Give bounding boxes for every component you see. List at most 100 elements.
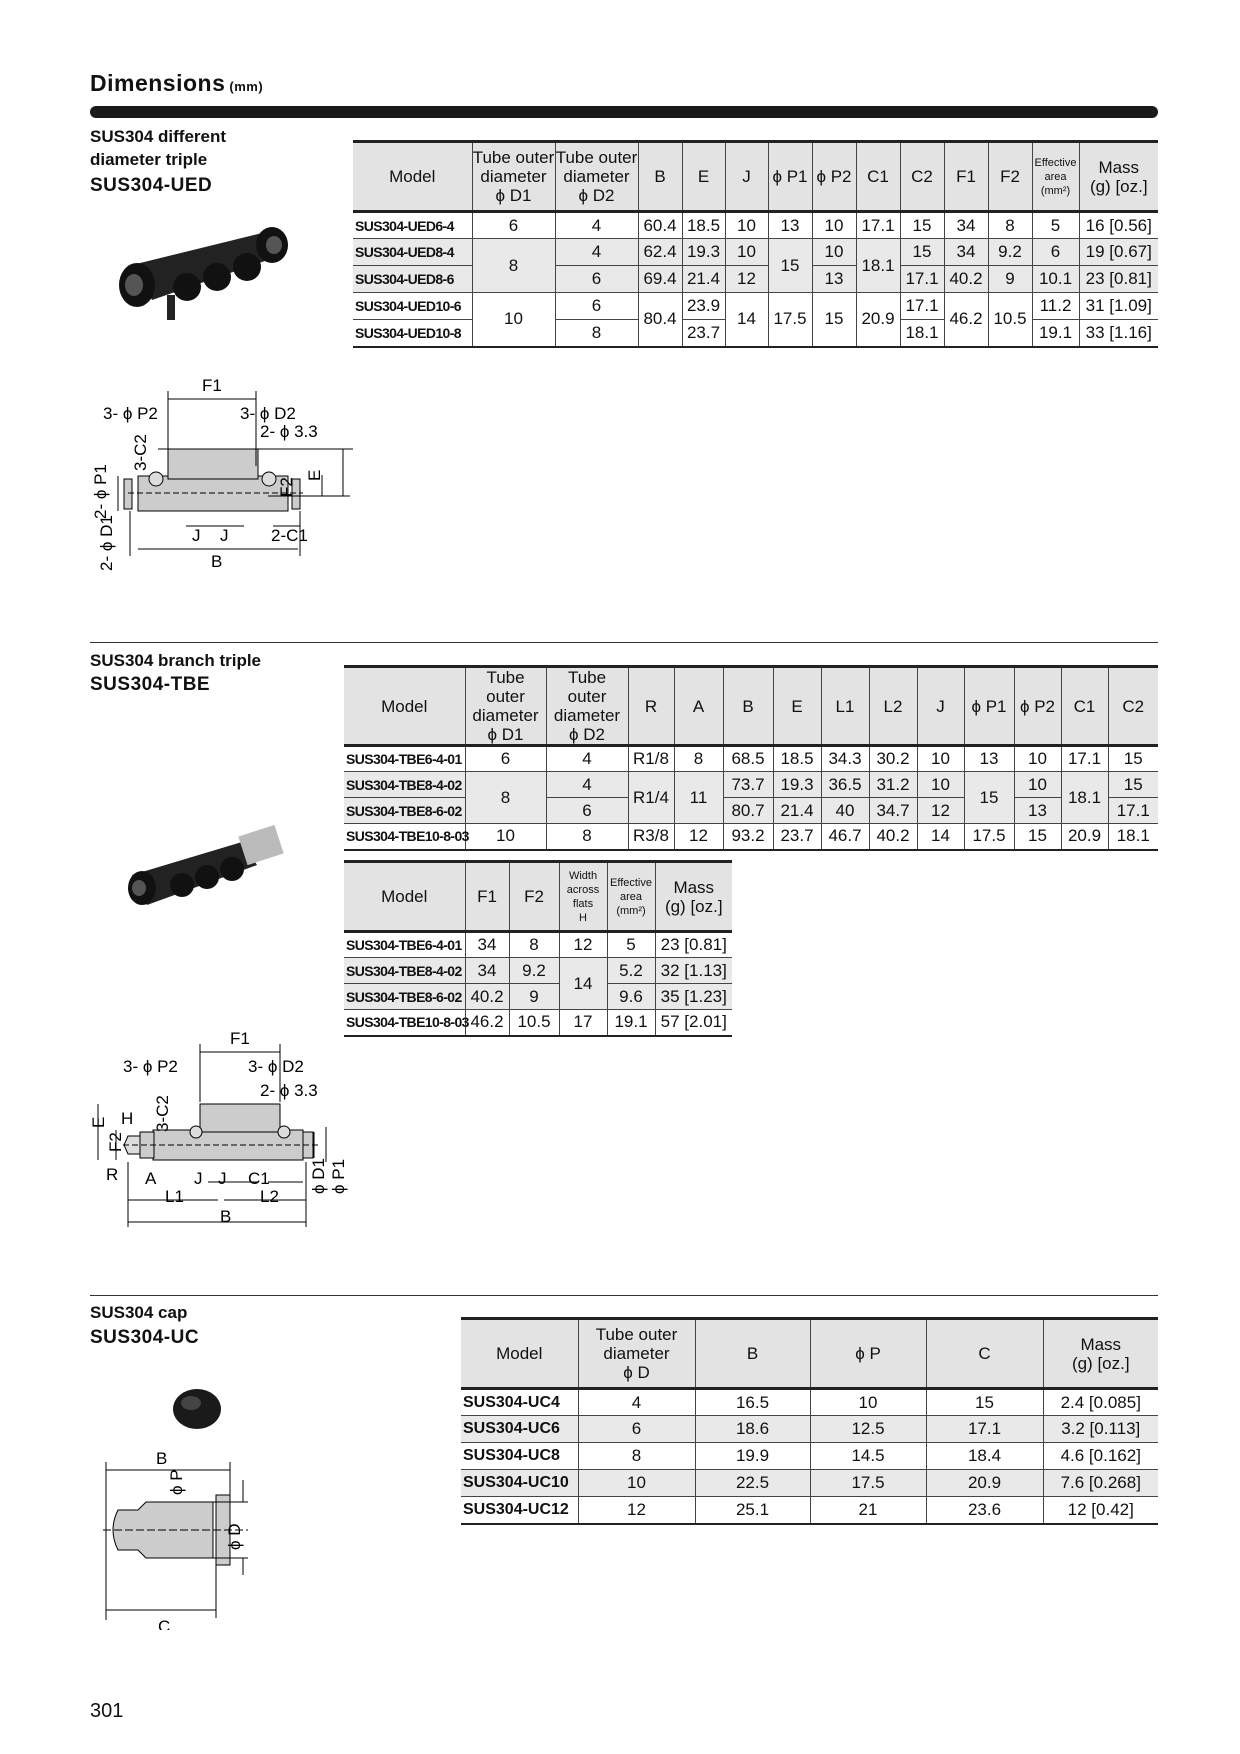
model-cell: SUS304-UC10 — [461, 1469, 578, 1497]
column-header: Width across flats H — [558, 861, 607, 933]
value-cell: 15 — [963, 771, 1014, 824]
model-cell: SUS304-UED10-6 — [353, 292, 472, 320]
label-p2: 3- ϕ P2 — [123, 1057, 178, 1076]
column-header: C — [925, 1318, 1043, 1390]
column-header: J — [916, 666, 964, 747]
value-cell: 62.4 — [637, 238, 682, 266]
value-cell: 23.7 — [772, 823, 821, 850]
column-header: C2 — [1107, 666, 1158, 747]
value-cell: 15 — [899, 211, 944, 239]
label-j: J — [192, 526, 201, 545]
label-r: R — [106, 1165, 118, 1184]
value-cell: 19.3 — [772, 771, 821, 798]
value-cell: 4 — [545, 771, 628, 798]
value-cell: R1/8 — [627, 745, 674, 772]
value-cell: 16.5 — [694, 1388, 810, 1416]
value-cell: 34 — [464, 931, 509, 958]
column-header: Tube outer diameter ϕ D2 — [554, 141, 638, 213]
value-cell: 12 — [673, 823, 723, 850]
value-cell: 10 — [811, 211, 856, 239]
value-cell: 18.1 — [1060, 771, 1108, 824]
value-cell: 73.7 — [722, 771, 773, 798]
label-d1: ϕ D1 — [309, 1158, 328, 1194]
value-cell: 34 — [943, 211, 988, 239]
section-uc-title: SUS304 cap — [90, 1303, 188, 1322]
value-cell: 5 — [1031, 211, 1079, 239]
tbe-product-photo — [128, 824, 284, 905]
value-cell: 57 [2.01] — [654, 1009, 732, 1036]
label-c1: C1 — [248, 1169, 270, 1188]
value-cell: 17.5 — [767, 292, 812, 347]
value-cell: 36.5 — [820, 771, 869, 798]
label-h: H — [121, 1109, 133, 1128]
value-cell: 4 — [554, 238, 638, 266]
column-header: Model — [344, 861, 465, 933]
value-cell: 10 — [916, 745, 964, 772]
value-cell: 40.2 — [868, 823, 917, 850]
value-cell: 68.5 — [722, 745, 773, 772]
value-cell: 17.1 — [855, 211, 900, 239]
column-header: Effective area (mm²) — [1031, 141, 1079, 213]
column-header: ϕ P1 — [963, 666, 1014, 747]
column-header: E — [681, 141, 725, 213]
value-cell: 15 — [811, 292, 856, 347]
label-f1: F1 — [230, 1032, 250, 1048]
label-f1: F1 — [202, 376, 222, 395]
column-header: F2 — [987, 141, 1032, 213]
column-header: J — [724, 141, 768, 213]
value-cell: 12 — [916, 797, 964, 824]
label-l2: L2 — [260, 1187, 279, 1206]
model-cell: SUS304-TBE8-4-02 — [344, 957, 465, 984]
value-cell: 15 — [899, 238, 944, 266]
value-cell: 20.9 — [925, 1469, 1043, 1497]
value-cell: 35 [1.23] — [654, 983, 732, 1010]
label-b: B — [156, 1450, 167, 1468]
value-cell: 69.4 — [637, 265, 682, 293]
value-cell: 7.6 [0.268] — [1042, 1469, 1158, 1497]
value-cell: 12 — [577, 1496, 695, 1524]
value-cell: 17.5 — [963, 823, 1014, 850]
value-cell: 9 — [508, 983, 559, 1010]
column-header: E — [772, 666, 821, 747]
label-j: J — [194, 1169, 203, 1188]
tbe-dimension-diagram: F1 3- ϕ P2 3- ϕ D2 2- ϕ 3.3 3-C2 H E F2 … — [89, 1032, 348, 1227]
value-cell: 6 — [471, 211, 555, 239]
value-cell: 46.2 — [943, 292, 988, 347]
column-header: Tube outer diameter ϕ D — [577, 1318, 695, 1390]
value-cell: 20.9 — [855, 292, 900, 347]
value-cell: 9 — [987, 265, 1032, 293]
value-cell: 13 — [963, 745, 1014, 772]
value-cell: 17 — [558, 1009, 607, 1036]
model-cell: SUS304-TBE10-8-03 — [344, 1009, 469, 1036]
value-cell: 2.4 [0.085] — [1042, 1388, 1158, 1416]
label-hole: 2- ϕ 3.3 — [260, 1081, 318, 1100]
value-cell: 18.4 — [925, 1442, 1043, 1470]
label-p1: ϕ P1 — [329, 1159, 348, 1194]
label-p2: 3- ϕ P2 — [103, 404, 158, 423]
value-cell: 10 — [811, 238, 856, 266]
model-cell: SUS304-TBE6-4-01 — [344, 931, 465, 958]
value-cell: R3/8 — [627, 823, 674, 850]
column-header: Tube outer diameter ϕ D1 — [464, 666, 546, 747]
label-p1: 2- ϕ P1 — [91, 464, 110, 519]
value-cell: 8 — [577, 1442, 695, 1470]
value-cell: 60.4 — [637, 211, 682, 239]
column-header: Mass (g) [oz.] — [654, 861, 732, 933]
value-cell: 18.1 — [855, 238, 900, 293]
value-cell: 20.9 — [1060, 823, 1108, 850]
value-cell: 3.2 [0.113] — [1042, 1415, 1158, 1443]
column-header: ϕ P2 — [811, 141, 856, 213]
value-cell: 5.2 — [606, 957, 655, 984]
value-cell: 10 — [577, 1469, 695, 1497]
value-cell: 80.4 — [637, 292, 682, 347]
value-cell: 6 — [545, 797, 628, 824]
column-header: Model — [344, 666, 465, 747]
